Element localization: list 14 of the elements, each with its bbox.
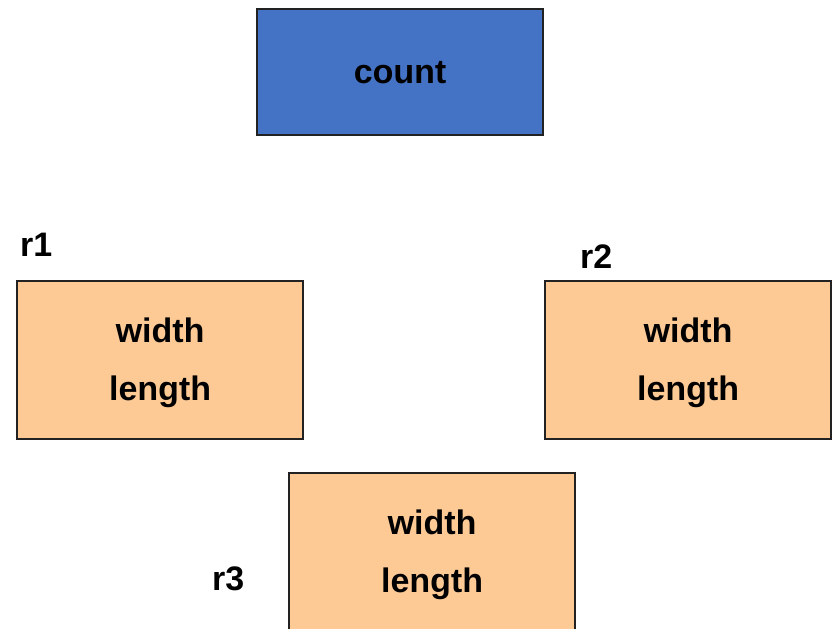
- field-name: width: [388, 503, 476, 544]
- object-box: [16, 280, 304, 440]
- object-box: [288, 472, 576, 629]
- object-box: [544, 280, 832, 440]
- field-name: length: [381, 561, 483, 602]
- field-name: length: [637, 369, 739, 410]
- field-name: length: [109, 369, 211, 410]
- instance-label: r1: [20, 226, 52, 264]
- field-name: width: [644, 311, 732, 352]
- instance-label: r3: [212, 560, 244, 598]
- field-name: count: [354, 52, 446, 93]
- field-name: width: [116, 311, 204, 352]
- class-box: [256, 8, 544, 136]
- instance-label: r2: [580, 238, 612, 276]
